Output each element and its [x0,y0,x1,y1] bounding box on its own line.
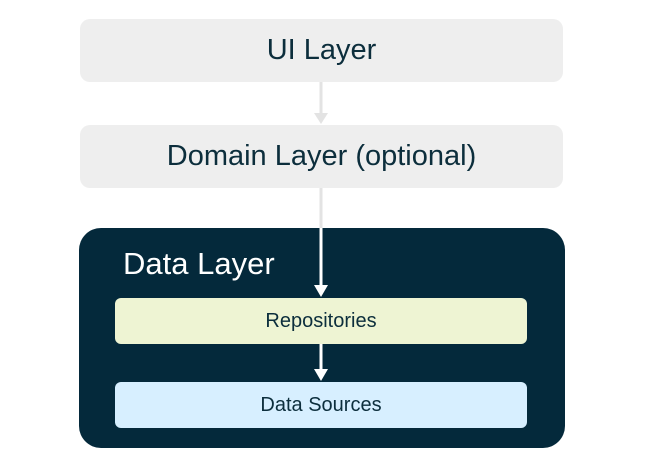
arrow-ui-to-domain [314,82,328,124]
ui-layer-box: UI Layer [80,19,563,82]
domain-layer-box: Domain Layer (optional) [80,125,563,188]
ui-layer-label: UI Layer [266,34,377,66]
data-layer-label: Data Layer [123,246,275,281]
data-sources-box: Data Sources [115,382,527,428]
domain-layer-label: Domain Layer (optional) [166,140,477,172]
repositories-label: Repositories [265,309,377,332]
repositories-box: Repositories [115,298,527,344]
data-sources-label: Data Sources [260,393,382,416]
